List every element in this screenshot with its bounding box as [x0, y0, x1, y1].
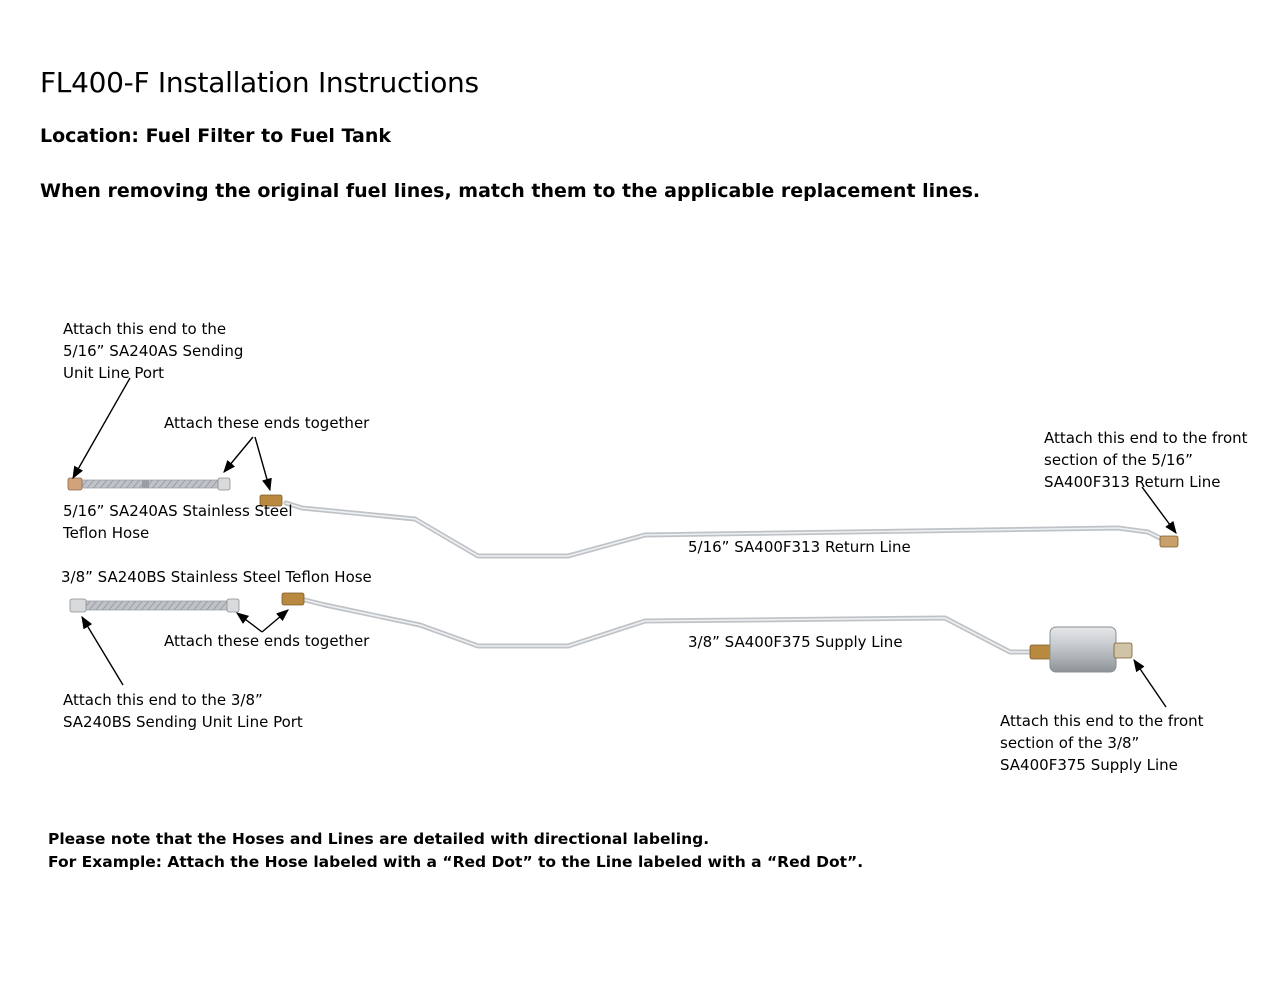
label-hose-3-8-attach: Attach this end to the 3/8” SA240BS Send… — [63, 691, 303, 731]
label-hose-5-16-attach: Attach this end to the 5/16” SA240AS Sen… — [63, 320, 244, 382]
location-heading: Location: Fuel Filter to Fuel Tank — [40, 125, 391, 147]
hose-5-16-sa240as — [67, 477, 231, 491]
callout-arrows — [72, 377, 1177, 708]
arrow-together-bottom-right — [261, 609, 289, 633]
hose-band — [142, 480, 149, 488]
hose-end-fitting — [226, 598, 240, 613]
note-line-2: For Example: Attach the Hose labeled wit… — [48, 853, 864, 871]
arrow-together-top-left — [223, 436, 254, 473]
label-hose-3-8-name: 3/8” SA240BS Stainless Steel Teflon Hose — [61, 568, 372, 586]
label-return-line: 5/16” SA400F313 Return Line — [688, 538, 911, 556]
tube-nut-fitting — [281, 592, 305, 606]
arrow-together-top-right — [254, 436, 272, 492]
arrow-return-front — [1141, 486, 1177, 535]
hose-end-fitting — [69, 598, 87, 613]
arrow-hose-3-8-port — [81, 615, 124, 686]
tube-nut-fitting — [1159, 535, 1179, 548]
hose-end-fitting — [67, 477, 83, 491]
arrow-supply-front — [1133, 658, 1167, 708]
filter-inlet-fitting — [1029, 644, 1053, 660]
filter-outlet-fitting — [1113, 642, 1133, 659]
label-return-front: Attach this end to the front section of … — [1044, 429, 1248, 491]
page-title: FL400-F Installation Instructions — [40, 66, 479, 99]
note-line-1: Please note that the Hoses and Lines are… — [48, 830, 710, 848]
label-supply-line: 3/8” SA400F375 Supply Line — [688, 633, 903, 651]
label-together-bottom: Attach these ends together — [164, 632, 370, 650]
hose-3-8-sa240bs — [69, 598, 240, 613]
instruction-heading: When removing the original fuel lines, m… — [40, 180, 981, 202]
arrow-hose-5-16-port — [72, 377, 131, 480]
arrow-together-bottom-left — [235, 612, 263, 633]
label-together-top: Attach these ends together — [164, 414, 370, 432]
label-supply-front: Attach this end to the front section of … — [1000, 712, 1204, 774]
return-line-sa400f313 — [259, 494, 1179, 559]
hose-end-fitting — [217, 477, 231, 491]
label-hose-5-16-name: 5/16” SA240AS Stainless Steel Teflon Hos… — [63, 502, 293, 542]
supply-line-sa400f375 — [281, 592, 1133, 673]
fuel-filter — [1049, 626, 1117, 673]
tube-nut-fitting — [259, 494, 283, 507]
